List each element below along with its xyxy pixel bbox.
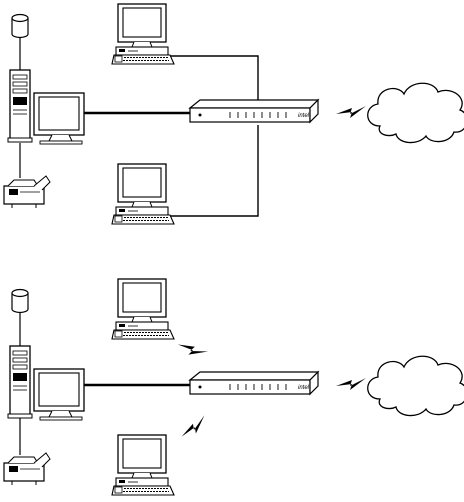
- cable-desktop-top: [170, 56, 258, 103]
- database-icon: [12, 15, 28, 38]
- router-logo: intel: [298, 113, 310, 119]
- database-icon: [12, 290, 28, 313]
- desktop-computer-icon: [112, 164, 174, 224]
- panel-wired-network: intel: [4, 4, 464, 224]
- panel-wireless-network: intel: [4, 279, 464, 495]
- desktop-computer-icon: [112, 279, 174, 339]
- router-icon: intel: [190, 372, 318, 394]
- printer-icon: [4, 453, 50, 485]
- server-tower-icon: [8, 70, 32, 142]
- wireless-link-icon: [336, 106, 366, 118]
- desktop-computer-icon: [112, 435, 174, 495]
- wireless-link-icon: [176, 337, 208, 362]
- wireless-link-icon: [336, 378, 366, 390]
- router-logo: intel: [298, 385, 310, 391]
- router-icon: intel: [190, 100, 318, 122]
- internet-cloud-icon: [368, 83, 464, 142]
- server-tower-icon: [8, 346, 32, 418]
- desktop-computer-icon: [112, 4, 174, 64]
- wireless-link-icon: [178, 415, 210, 440]
- server-monitor-icon: [34, 369, 84, 420]
- printer-icon: [4, 176, 50, 208]
- server-monitor-icon: [34, 93, 84, 144]
- cable-desktop-bottom: [170, 125, 258, 216]
- internet-cloud-icon: [368, 356, 464, 415]
